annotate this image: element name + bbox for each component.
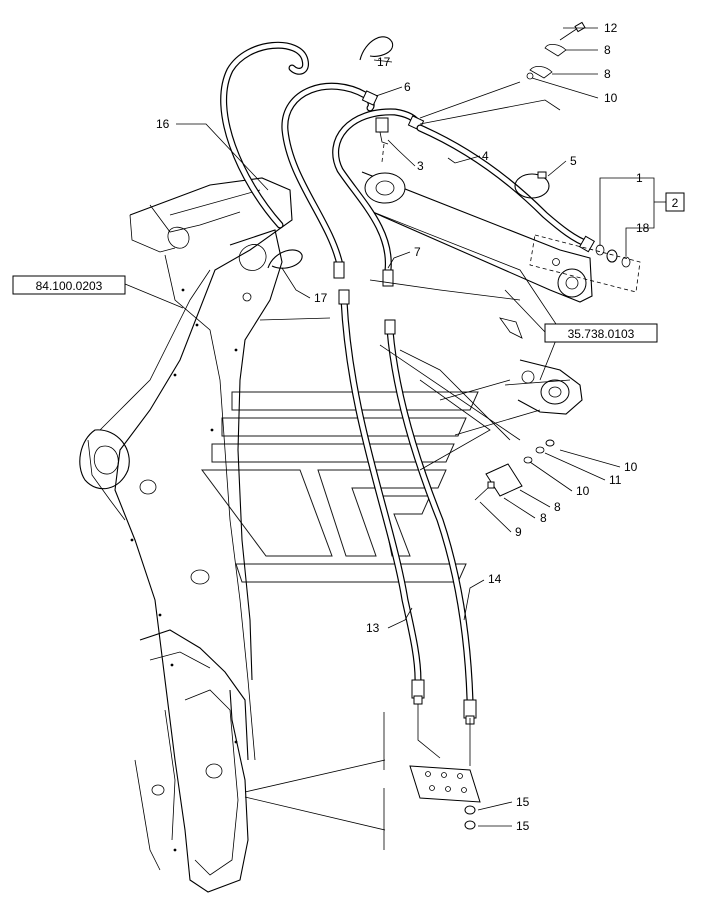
callout-15-a: 15 bbox=[516, 795, 530, 809]
callout-1: 1 bbox=[636, 171, 643, 185]
callout-11: 11 bbox=[609, 473, 622, 487]
cable-tie-17 bbox=[267, 36, 394, 269]
hose-16 bbox=[220, 41, 310, 229]
callout-16: 16 bbox=[156, 117, 170, 131]
callout-17-top: 17 bbox=[377, 55, 391, 69]
bulkhead-plate bbox=[409, 704, 481, 830]
cylinder-reference-label: 35.738.0103 bbox=[568, 327, 635, 341]
callout-10-a: 10 bbox=[624, 460, 638, 474]
callout-13: 13 bbox=[366, 621, 380, 635]
callout-4: 4 bbox=[482, 149, 489, 163]
hose-6 bbox=[281, 82, 379, 279]
seal-rings bbox=[529, 234, 641, 293]
leader-lines bbox=[124, 27, 666, 827]
hydraulic-cylinder bbox=[361, 171, 593, 415]
boom-reference-box[interactable]: 84.100.0203 bbox=[12, 275, 126, 295]
kit-reference-box: 2 bbox=[665, 192, 685, 212]
callout-10-b: 10 bbox=[576, 484, 590, 498]
hose-4 bbox=[416, 124, 596, 253]
hose-clamp-5 bbox=[514, 171, 550, 199]
callout-17-mid: 17 bbox=[314, 291, 328, 305]
hose-14 bbox=[384, 319, 477, 725]
callout-18: 18 bbox=[636, 221, 650, 235]
guide-lines bbox=[244, 81, 571, 850]
callout-12: 12 bbox=[604, 21, 618, 35]
callout-3: 3 bbox=[417, 159, 424, 173]
boom-arm bbox=[79, 177, 293, 893]
cylinder-reference-box[interactable]: 35.738.0103 bbox=[544, 323, 658, 343]
callout-8-top2: 8 bbox=[604, 67, 611, 81]
top-hardware bbox=[526, 21, 586, 80]
callout-8-mid: 8 bbox=[540, 511, 547, 525]
kit-reference-label: 2 bbox=[672, 196, 679, 210]
callout-15-b: 15 bbox=[516, 819, 530, 833]
callout-8-low: 8 bbox=[554, 500, 561, 514]
callout-14: 14 bbox=[488, 572, 502, 586]
callout-10-top: 10 bbox=[604, 91, 618, 105]
callout-9: 9 bbox=[515, 525, 522, 539]
boom-reference-label: 84.100.0203 bbox=[36, 279, 103, 293]
hose-7 bbox=[332, 108, 425, 287]
callout-5: 5 bbox=[570, 154, 577, 168]
callout-labels: 1 3 4 5 6 7 8 8 8 9 10 10 10 11 12 13 14… bbox=[156, 21, 650, 833]
callout-6: 6 bbox=[404, 80, 411, 94]
callout-8-top1: 8 bbox=[604, 43, 611, 57]
elbow-fitting-3 bbox=[375, 117, 389, 163]
callout-7: 7 bbox=[414, 245, 421, 259]
clamp-hardware bbox=[474, 439, 555, 501]
hose-13 bbox=[338, 289, 425, 705]
